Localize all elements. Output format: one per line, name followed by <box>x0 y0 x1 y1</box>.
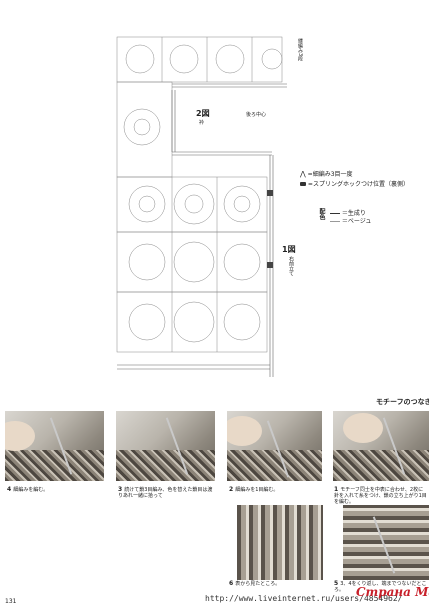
legend-item-2: =スプリングホックつけ位置（裏側） <box>300 181 425 188</box>
legend-item-1: ⋀ =細編み3目一度 <box>300 170 353 179</box>
watermark-logo: Страна Мам <box>356 585 429 599</box>
step-4-photo <box>5 411 104 481</box>
step-6-photo <box>237 505 323 580</box>
legend: ⋀ =細編み3目一度 =スプリングホックつけ位置（裏側） <box>300 171 425 188</box>
step-1-photo <box>333 411 429 481</box>
step-2-photo <box>227 411 322 481</box>
label-figure-2-sub: 衿 <box>199 120 205 126</box>
solid-line-icon <box>330 213 340 214</box>
thin-line-icon <box>330 221 340 222</box>
label-figure-2: 2図 <box>196 109 210 118</box>
label-figure-1: 1図 <box>282 245 296 254</box>
color-natural: ＝生成り <box>330 210 366 217</box>
color-legend-title: 配色 <box>318 208 325 220</box>
sc3tog-icon: ⋀ <box>300 170 306 178</box>
label-back-center: 後ろ中心 <box>246 112 267 118</box>
watermark-url: http://www.liveinternet.ru/users/4854962… <box>205 594 403 603</box>
label-figure-1-sub: 右前立て <box>288 256 294 276</box>
hook-position-icon <box>300 182 306 186</box>
label-neck-edging: 縁編み3段 <box>297 38 303 62</box>
color-beige: ＝ベージュ <box>330 218 371 225</box>
step-5-photo <box>343 505 429 580</box>
step-3-photo <box>116 411 215 481</box>
section-title: モチーフのつなぎ方 <box>376 398 429 406</box>
page-number: 131 <box>5 598 17 605</box>
crochet-diagram <box>116 36 287 377</box>
